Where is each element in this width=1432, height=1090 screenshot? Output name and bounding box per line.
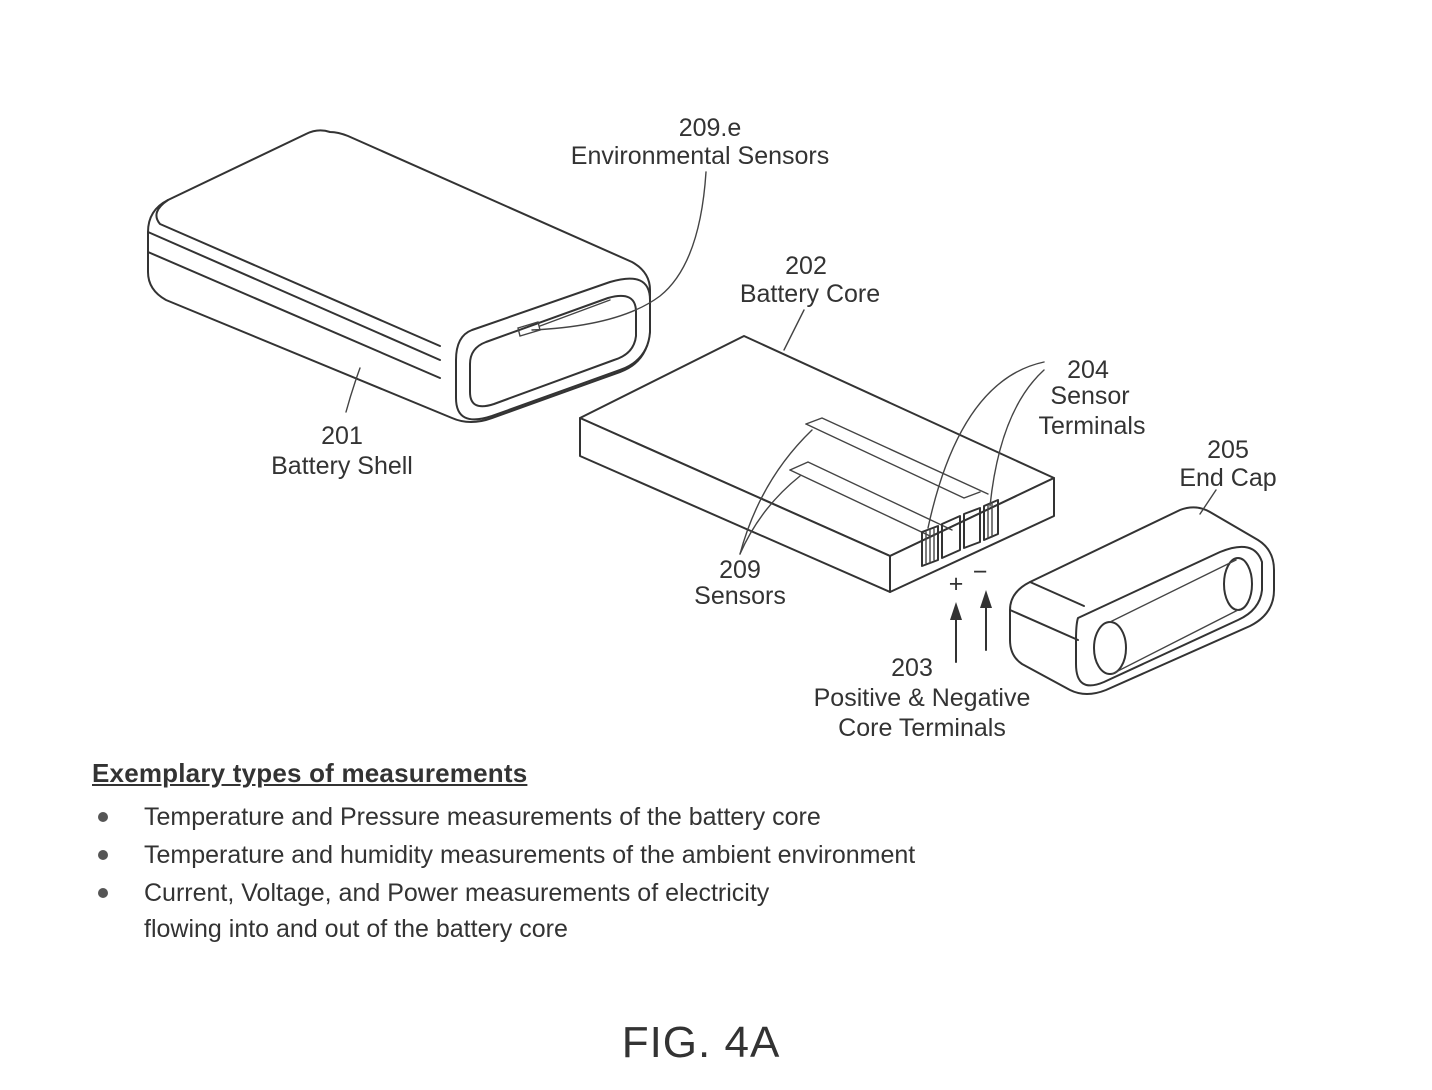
end-cap bbox=[1009, 506, 1275, 695]
battery-shell bbox=[147, 129, 651, 423]
label-env-sensors-number: 209.e bbox=[679, 114, 742, 142]
leader-sensor-terminal-b bbox=[989, 369, 1045, 507]
leader-sensor-terminal-a bbox=[927, 361, 1045, 529]
list-item-text: Temperature and humidity measurements of… bbox=[144, 841, 916, 869]
sensor-terminals bbox=[921, 499, 999, 567]
label-core: Battery Core bbox=[740, 280, 880, 308]
label-shell: Battery Shell bbox=[271, 452, 413, 480]
bullet-icon bbox=[98, 888, 108, 898]
leader-core bbox=[783, 309, 805, 351]
label-end-cap-number: 205 bbox=[1207, 436, 1249, 464]
label-sensor-terminals-number: 204 bbox=[1067, 356, 1109, 384]
list-item: Temperature and Pressure measurements of… bbox=[92, 799, 1192, 835]
figure-caption: FIG. 4A bbox=[621, 1018, 781, 1067]
leader-end-cap bbox=[1199, 489, 1217, 515]
label-sensor-terminals-line2: Terminals bbox=[1039, 412, 1146, 440]
label-minus: − bbox=[973, 558, 988, 586]
leader-env-sensors bbox=[531, 171, 707, 331]
battery-core bbox=[579, 335, 1055, 593]
label-core-terminals-line1: Positive & Negative bbox=[814, 684, 1031, 712]
label-sensors-number: 209 bbox=[719, 556, 761, 584]
label-plus: + bbox=[949, 570, 964, 598]
label-sensors: Sensors bbox=[694, 582, 786, 610]
label-sensor-terminals-line1: Sensor bbox=[1050, 382, 1129, 410]
label-core-number: 202 bbox=[785, 252, 827, 280]
measurements-list: Temperature and Pressure measurements of… bbox=[92, 799, 1192, 947]
leader-shell bbox=[345, 367, 361, 413]
list-item-text: Temperature and Pressure measurements of… bbox=[144, 803, 821, 831]
label-end-cap: End Cap bbox=[1179, 464, 1276, 492]
label-core-terminals-number: 203 bbox=[891, 654, 933, 682]
list-item: Current, Voltage, and Power measurements… bbox=[92, 875, 1192, 947]
measurements-section: Exemplary types of measurements Temperat… bbox=[92, 758, 1192, 949]
label-shell-number: 201 bbox=[321, 422, 363, 450]
label-core-terminals-line2: Core Terminals bbox=[838, 714, 1006, 742]
label-env-sensors: Environmental Sensors bbox=[571, 142, 829, 170]
leader-sensors-a bbox=[739, 429, 813, 555]
core-terminal-arrows bbox=[950, 590, 992, 663]
list-item-text: Current, Voltage, and Power measurements… bbox=[144, 879, 770, 943]
leader-sensors-b bbox=[739, 475, 801, 555]
measurements-heading: Exemplary types of measurements bbox=[92, 758, 528, 788]
list-item: Temperature and humidity measurements of… bbox=[92, 837, 1192, 873]
bullet-icon bbox=[98, 850, 108, 860]
bullet-icon bbox=[98, 812, 108, 822]
